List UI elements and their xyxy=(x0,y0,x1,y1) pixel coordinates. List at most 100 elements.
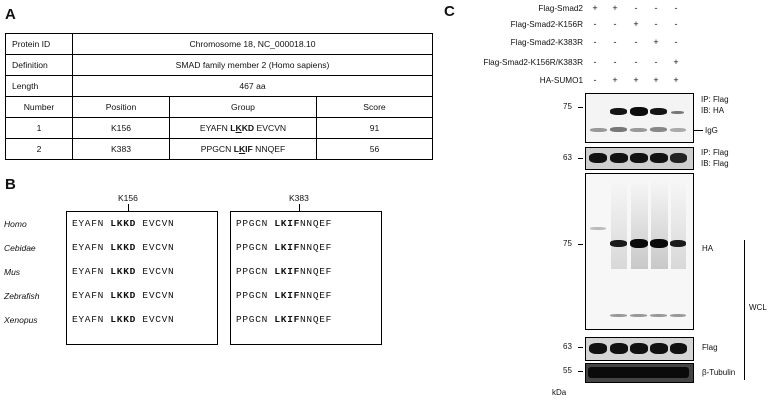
sequence-k156-row: EYAFN LKKD EVCVN xyxy=(72,242,174,253)
panel-a-letter: A xyxy=(5,6,16,23)
sequence-motif: LKIF xyxy=(274,242,301,253)
site-tick-k156 xyxy=(128,204,129,212)
band-wcl-flag-lane3 xyxy=(630,343,648,354)
band-wcl-flag-lane5 xyxy=(670,343,687,354)
condition-label: Flag-Smad2-K383R xyxy=(510,38,583,47)
band-wcl-ha-lane1-faint xyxy=(590,227,606,230)
label-ib-flag: IB: Flag xyxy=(701,159,729,168)
band-wcl-flag-lane4 xyxy=(650,343,668,354)
label-tubulin: β-Tubulin xyxy=(702,368,736,377)
sequence-flank: NNQEF xyxy=(300,314,333,325)
igg-pointer xyxy=(693,130,703,131)
band-wcl-ha-lane5 xyxy=(670,240,686,247)
band-wcl-flag-lane2 xyxy=(610,343,628,354)
header-group: Group xyxy=(169,96,317,118)
condition-sign: + xyxy=(653,37,659,47)
species-label: Homo xyxy=(4,219,27,229)
sequence-k383-row: PPGCN LKIFNNQEF xyxy=(236,314,332,325)
smear-lane3 xyxy=(631,179,648,269)
sequence-motif: LKIF xyxy=(274,266,301,277)
protein-info-table: Protein ID Chromosome 18, NC_000018.10 D… xyxy=(5,33,433,160)
sequence-k383-row: PPGCN LKIFNNQEF xyxy=(236,266,332,277)
condition-label: Flag-Smad2 xyxy=(538,4,583,13)
wcl-bracket xyxy=(744,240,745,380)
band-igg-lane3 xyxy=(630,128,647,132)
condition-sign: - xyxy=(674,3,678,13)
label-igg: IgG xyxy=(705,126,718,135)
group-motif-l: L xyxy=(233,144,239,154)
blot-tubulin xyxy=(585,363,694,383)
condition-sign: - xyxy=(654,57,658,67)
cell-number: 1 xyxy=(5,117,73,139)
length-value: 467 aa xyxy=(72,75,433,97)
group-motif-l: L xyxy=(230,123,236,133)
condition-sign: + xyxy=(673,75,679,85)
band-igg-lane5 xyxy=(670,128,686,132)
sequence-flank: EVCVN xyxy=(136,314,175,325)
cell-group: PPGCN LKIF NNQEF xyxy=(169,138,317,160)
condition-label: HA-SUMO1 xyxy=(539,76,583,85)
group-post: EVCVN xyxy=(254,123,287,133)
mw-tick xyxy=(578,371,583,372)
sequence-box-k156 xyxy=(66,211,218,345)
band-wcl-ha-lane3 xyxy=(630,239,648,248)
sequence-motif: LKKD xyxy=(110,314,137,325)
sequence-flank: EYAFN xyxy=(72,218,111,229)
band-wcl-ha-lane2 xyxy=(610,240,627,247)
condition-sign: - xyxy=(634,37,638,47)
label-ha: HA xyxy=(702,244,714,253)
sequence-flank: EYAFN xyxy=(72,242,111,253)
species-label: Zebrafish xyxy=(4,291,40,301)
table-header-row: Number Position Group Score xyxy=(5,96,433,118)
mw-tick xyxy=(578,107,583,108)
panel-c-letter: C xyxy=(444,3,455,20)
band-igg-lane4 xyxy=(650,127,667,132)
condition-sign: - xyxy=(634,3,638,13)
mw-75-wcl: 75 xyxy=(563,239,572,248)
band-ipflag-lane5 xyxy=(670,153,687,163)
cell-score: 56 xyxy=(316,138,433,160)
species-label: Cebidae xyxy=(4,243,36,253)
sequence-flank: EYAFN xyxy=(72,290,111,301)
sequence-flank: NNQEF xyxy=(300,242,333,253)
sequence-flank: NNQEF xyxy=(300,218,333,229)
sequence-motif: LKKD xyxy=(110,266,137,277)
table-row: Definition SMAD family member 2 (Homo sa… xyxy=(5,54,433,76)
sequence-k156-row: EYAFN LKKD EVCVN xyxy=(72,218,174,229)
group-pre: EYAFN xyxy=(199,123,231,133)
band-ipflag-lane1 xyxy=(589,153,607,163)
condition-sign: - xyxy=(674,19,678,29)
condition-sign: - xyxy=(593,37,597,47)
condition-sign: + xyxy=(633,19,639,29)
site-tick-k383 xyxy=(299,204,300,212)
band-igg-lane1 xyxy=(590,128,607,132)
band-wcl-ha-lane4 xyxy=(650,239,668,248)
label-flag: Flag xyxy=(702,343,718,352)
kda-label: kDa xyxy=(552,388,567,397)
sequence-flank: PPGCN xyxy=(236,218,275,229)
sequence-motif: LKKD xyxy=(110,290,137,301)
band-wcl-ha-low-lane5 xyxy=(670,314,686,317)
sequence-k383-row: PPGCN LKIFNNQEF xyxy=(236,218,332,229)
definition-value: SMAD family member 2 (Homo sapiens) xyxy=(72,54,433,76)
cell-number: 2 xyxy=(5,138,73,160)
mw-tick xyxy=(578,347,583,348)
sequence-motif: LKKD xyxy=(110,242,137,253)
sequence-flank: PPGCN xyxy=(236,290,275,301)
mw-75-ip: 75 xyxy=(563,102,572,111)
label-ip-flag-2: IP: Flag xyxy=(701,148,729,157)
sequence-motif: LKIF xyxy=(274,314,301,325)
band-wcl-ha-low-lane4 xyxy=(650,314,667,317)
condition-sign: + xyxy=(633,75,639,85)
blot-ip-flag xyxy=(585,147,694,170)
sequence-box-k383 xyxy=(230,211,382,345)
blot-ip-ha xyxy=(585,93,694,143)
sequence-flank: PPGCN xyxy=(236,242,275,253)
label-ib-ha: IB: HA xyxy=(701,106,725,115)
sequence-flank: EVCVN xyxy=(136,242,175,253)
cell-group: EYAFN LKKD EVCVN xyxy=(169,117,317,139)
condition-sign: + xyxy=(612,3,618,13)
cell-score: 91 xyxy=(316,117,433,139)
band-wcl-ha-low-lane2 xyxy=(610,314,627,317)
condition-sign: - xyxy=(674,37,678,47)
